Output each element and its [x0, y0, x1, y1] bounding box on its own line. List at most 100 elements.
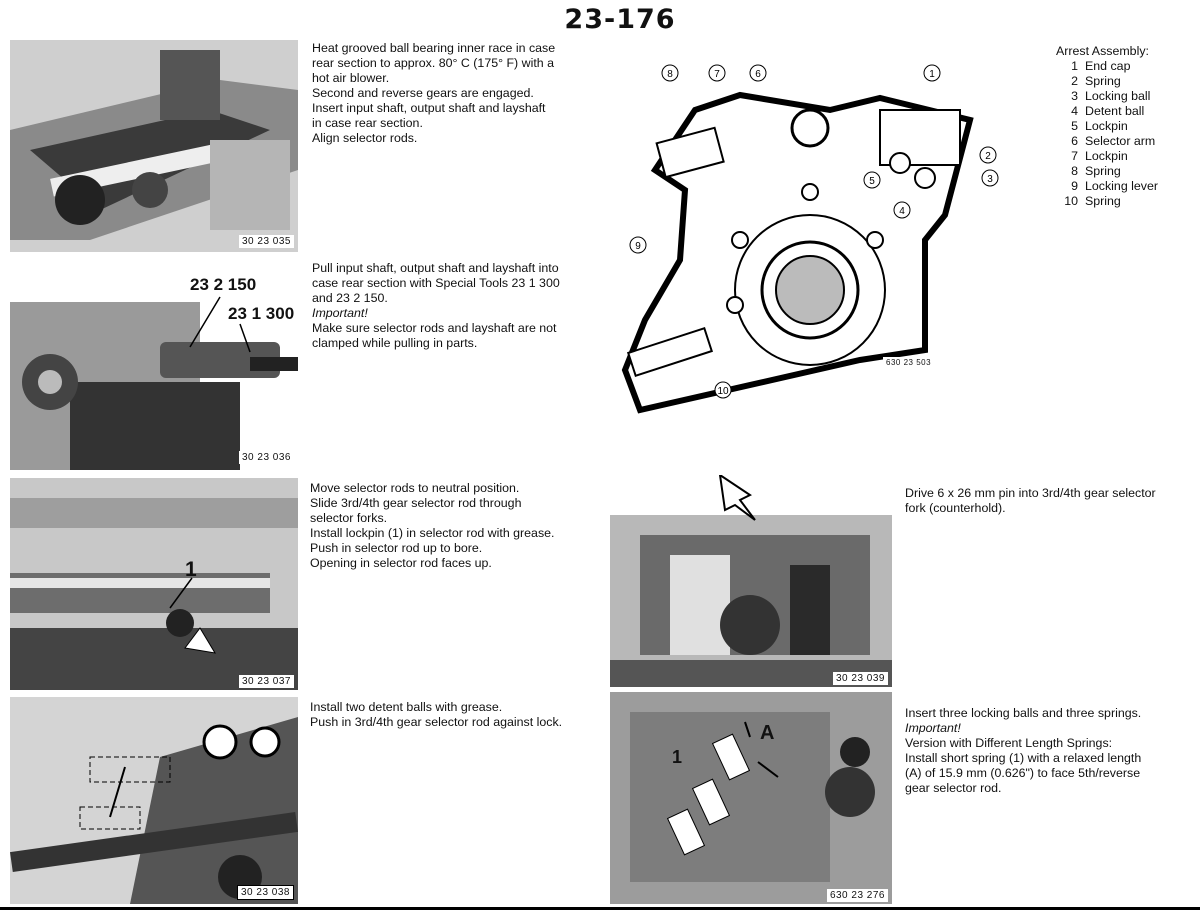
text-line: Install lockpin (1) in selector rod with… — [310, 526, 555, 540]
figure-code: 30 23 036 — [239, 451, 294, 464]
text-line: Move selector rods to neutral position. — [310, 481, 520, 495]
diagram-label-2: 2 — [985, 151, 991, 162]
step-text-5: Drive 6 x 26 mm pin into 3rd/4th gear se… — [905, 486, 1156, 516]
legend-number: 1 — [1071, 59, 1078, 73]
photo-special-tools: 23 2 150 23 1 300 30 23 036 — [10, 262, 298, 470]
text-line: Opening in selector rod faces up. — [310, 556, 492, 570]
diagram-label-10: 10 — [717, 386, 729, 397]
diagram-label-4: 4 — [899, 206, 905, 217]
legend-label: Locking lever — [1085, 179, 1159, 193]
text-line: rear section to approx. 80° C (175° F) w… — [312, 56, 554, 70]
text-line: clamped while pulling in parts. — [312, 336, 478, 350]
legend-label: End cap — [1085, 59, 1131, 73]
figure-code: 630 23 503 — [883, 357, 935, 368]
figure-code: 30 23 039 — [833, 672, 888, 685]
text-line: Align selector rods. — [312, 131, 418, 145]
legend-label: Lockpin — [1085, 149, 1128, 163]
legend-label: Selector arm — [1085, 134, 1156, 148]
text-line: Install short spring (1) with a relaxed … — [905, 751, 1142, 765]
legend-label: Detent ball — [1085, 104, 1145, 118]
legend-number: 8 — [1071, 164, 1078, 178]
text-line: Heat grooved ball bearing inner race in … — [312, 41, 556, 55]
text-line: Version with Different Length Springs: — [905, 736, 1113, 750]
legend-item: 1 End cap — [1056, 59, 1158, 74]
text-line: Insert input shaft, output shaft and lay… — [312, 101, 546, 115]
bottom-rule — [0, 907, 1200, 910]
photo-locking-balls-springs: 1 A 630 23 276 — [610, 692, 892, 904]
photo-detent-balls: 30 23 038 — [10, 697, 298, 904]
text-line: and 23 2 150. — [312, 291, 388, 305]
diagram-label-9: 9 — [635, 241, 641, 252]
legend-number: 6 — [1071, 134, 1078, 148]
photo-selector-rod: 1 30 23 037 — [10, 478, 298, 690]
step-text-6: Insert three locking balls and three spr… — [905, 706, 1141, 796]
text-line: Pull input shaft, output shaft and laysh… — [312, 261, 559, 275]
callout-23-2-150: 23 2 150 — [190, 275, 257, 294]
legend-item: 10 Spring — [1056, 194, 1158, 209]
diagram-label-3: 3 — [987, 174, 993, 185]
text-line: in case rear section. — [312, 116, 423, 130]
legend-label: Spring — [1085, 194, 1121, 208]
diagram-label-5: 5 — [869, 176, 875, 187]
legend-item: 4 Detent ball — [1056, 104, 1158, 119]
text-line: hot air blower. — [312, 71, 390, 85]
legend-item: 7 Lockpin — [1056, 149, 1158, 164]
diagram-label-7: 7 — [714, 69, 720, 80]
page-title: 23-176 — [564, 4, 676, 35]
step-text-2: Pull input shaft, output shaft and laysh… — [312, 261, 560, 351]
figure-code: 30 23 038 — [237, 885, 294, 900]
photo-3-illustration — [10, 478, 298, 690]
text-line: Install two detent balls with grease. — [310, 700, 503, 714]
legend-title: Arrest Assembly: — [1056, 44, 1149, 58]
figure-code: 630 23 276 — [826, 889, 888, 902]
text-line: selector forks. — [310, 511, 388, 525]
diagram-illustration: 8 7 6 1 2 3 4 5 9 10 — [621, 64, 999, 414]
text-line: Push in selector rod up to bore. — [310, 541, 483, 555]
legend-number: 2 — [1071, 74, 1078, 88]
photo-6-illustration — [610, 692, 892, 904]
callout-23-1-300: 23 1 300 — [228, 304, 295, 323]
callout-1: 1 — [672, 747, 683, 767]
legend-label: Lockpin — [1085, 119, 1128, 133]
step-text-4: Install two detent balls with grease. Pu… — [310, 700, 562, 730]
photo-2-illustration — [10, 296, 298, 470]
figure-code: 30 23 035 — [239, 235, 294, 248]
photo-4-illustration — [10, 697, 298, 904]
step-text-1: Heat grooved ball bearing inner race in … — [312, 41, 555, 146]
photo-5-illustration — [610, 475, 892, 687]
text-line: Slide 3rd/4th gear selector rod through — [310, 496, 522, 510]
legend-number: 10 — [1064, 194, 1078, 208]
text-line: (A) of 15.9 mm (0.626") to face 5th/reve… — [905, 766, 1141, 780]
legend-number: 4 — [1071, 104, 1078, 118]
arrest-assembly-diagram: 8 7 6 1 2 3 4 5 9 10 630 23 503 — [600, 40, 1000, 430]
legend-item: 5 Lockpin — [1056, 119, 1158, 134]
photo-1-illustration — [10, 40, 298, 252]
text-line: Drive 6 x 26 mm pin into 3rd/4th gear se… — [905, 486, 1156, 500]
callout-1: 1 — [185, 558, 197, 581]
legend-item: 6 Selector arm — [1056, 134, 1158, 149]
diagram-label-8: 8 — [667, 69, 673, 80]
legend-number: 7 — [1071, 149, 1078, 163]
text-line: fork (counterhold). — [905, 501, 1006, 515]
diagram-label-1: 1 — [929, 69, 935, 80]
text-line: Make sure selector rods and layshaft are… — [312, 321, 557, 335]
important-label: Important! — [905, 721, 961, 735]
legend-number: 5 — [1071, 119, 1078, 133]
diagram-label-6: 6 — [755, 69, 761, 80]
text-line: Insert three locking balls and three spr… — [905, 706, 1142, 720]
legend-item: 8 Spring — [1056, 164, 1158, 179]
legend-label: Spring — [1085, 164, 1121, 178]
callout-A: A — [760, 722, 775, 744]
text-line: Push in 3rd/4th gear selector rod agains… — [310, 715, 563, 729]
photo-input-shaft-install: 30 23 035 — [10, 40, 298, 252]
text-line: case rear section with Special Tools 23 … — [312, 276, 560, 290]
text-line: gear selector rod. — [905, 781, 1002, 795]
legend-number: 9 — [1071, 179, 1078, 193]
photo-drive-pin: 30 23 039 — [610, 475, 892, 687]
figure-code: 30 23 037 — [239, 675, 294, 688]
step-text-3: Move selector rods to neutral position. … — [310, 481, 554, 571]
legend-item: 9 Locking lever — [1056, 179, 1158, 194]
